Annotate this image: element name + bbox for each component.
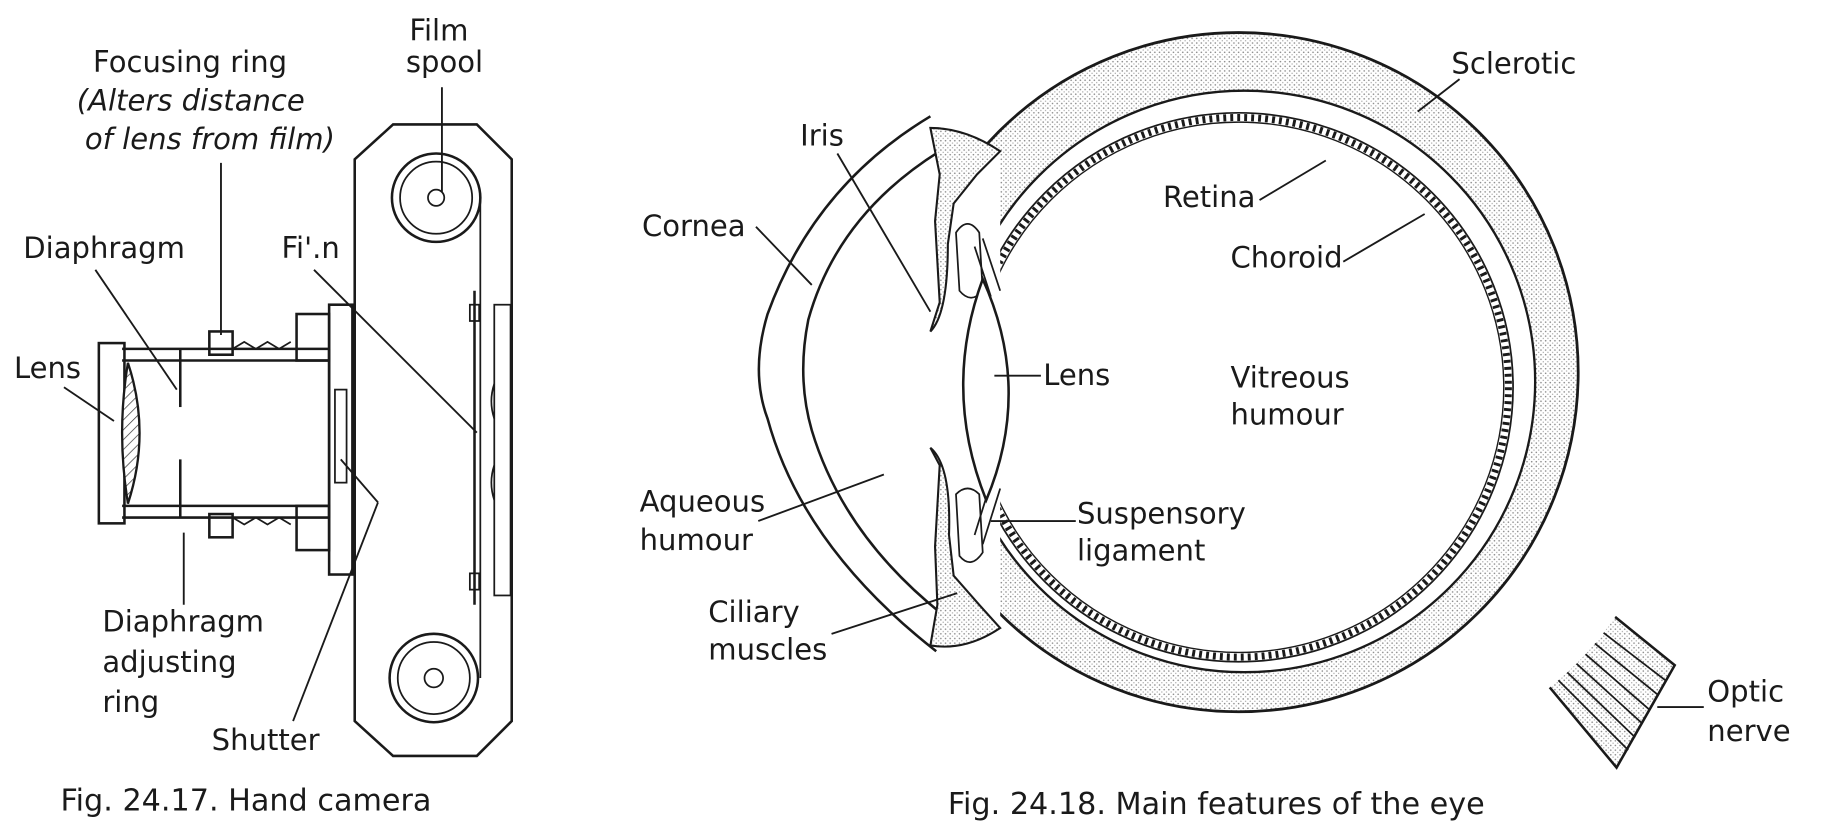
label-aqueous-humour-line-2: humour	[640, 523, 753, 557]
label-diaphragm-adjusting-ring-line-2: adjusting	[102, 645, 236, 679]
label-ciliary-muscles-line-2: muscles	[708, 632, 827, 666]
label-focusing-ring-line-1: Focusing ring	[93, 45, 287, 79]
label-film-spool-line-1: Film	[409, 14, 468, 48]
camera-front-plate	[327, 303, 354, 576]
retina	[965, 113, 1512, 661]
eye-lens	[961, 275, 1010, 504]
label-lens-camera: Lens	[14, 351, 81, 385]
caption-camera: Fig. 24.17. Hand camera	[60, 784, 431, 819]
label-film-spool-line-2: spool	[406, 45, 483, 79]
iris-upper	[929, 126, 1002, 333]
label-vitreous-humour-line-2: humour	[1230, 397, 1343, 431]
cornea-inner	[801, 150, 943, 616]
film-spool-bottom	[388, 632, 480, 724]
ciliary-body-lower	[955, 487, 984, 563]
shutter	[334, 388, 348, 484]
label-iris: Iris	[800, 118, 844, 152]
label-suspensory-ligament-line-1: Suspensory	[1077, 496, 1246, 530]
label-diaphragm: Diaphragm	[23, 231, 185, 265]
label-choroid: Choroid	[1230, 240, 1342, 274]
label-shutter: Shutter	[212, 723, 320, 757]
label-lens-eye: Lens	[1043, 358, 1110, 392]
label-suspensory-ligament-line-2: ligament	[1077, 534, 1205, 568]
camera-lens	[120, 362, 141, 504]
label-vitreous-humour-line-1: Vitreous	[1230, 360, 1349, 394]
label-optic-nerve-line-1: Optic	[1707, 674, 1784, 708]
film-spool-top	[390, 152, 482, 244]
camera-figure: Film spool Focusing ring (Alters distanc…	[14, 14, 513, 819]
camera-body	[353, 123, 513, 758]
label-diaphragm-adjusting-ring-line-3: ring	[102, 685, 159, 719]
caption-eye: Fig. 24.18. Main features of the eye	[948, 787, 1485, 822]
label-focusing-ring-line-3: of lens from film)	[85, 122, 335, 156]
cornea	[757, 115, 938, 653]
film-path	[468, 197, 512, 679]
label-aqueous-humour-line-1: Aqueous	[640, 485, 765, 519]
label-film: Fi'.n	[281, 231, 339, 265]
label-cornea: Cornea	[642, 209, 746, 243]
label-retina: Retina	[1163, 180, 1255, 214]
eye-figure: Sclerotic Iris Retina Cornea Choroid Len…	[640, 31, 1791, 822]
lens-barrel	[97, 312, 331, 552]
label-sclerotic: Sclerotic	[1451, 46, 1576, 80]
label-optic-nerve-line-2: nerve	[1707, 714, 1790, 748]
label-focusing-ring-line-2: (Alters distance	[77, 83, 305, 117]
label-ciliary-muscles-line-1: Ciliary	[708, 595, 799, 629]
label-diaphragm-adjusting-ring-line-1: Diaphragm	[102, 605, 264, 639]
